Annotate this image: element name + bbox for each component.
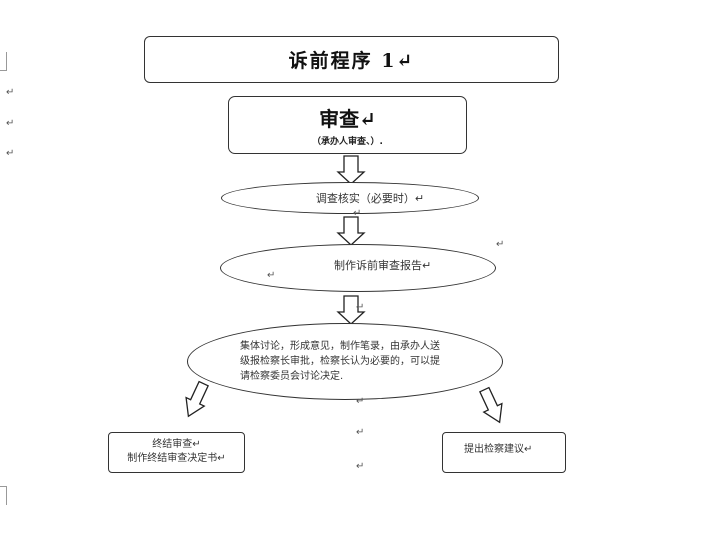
collective-step: 集体讨论，形成意见，制作笔录，由承办人送 级报检察长审批，检察长认为必要的，可以… [187,323,503,400]
down-right-arrow-icon [478,386,503,424]
paragraph-mark: ↵ [6,118,15,129]
down-arrow-icon [336,295,366,325]
collective-line-3: 请检察委员会讨论决定. [240,371,344,382]
down-arrow-icon [336,216,366,246]
terminate-line-2: 制作终结审查决定书↵ [127,453,226,464]
paragraph-mark: ↵ [356,427,365,438]
investigate-step: 调查核实（必要时）↵ [221,182,479,214]
report-label: 制作诉前审查报告↵ [334,259,432,272]
paragraph-mark: ↵ [353,208,362,219]
title-box: 诉前程序 1↵ [144,36,559,83]
procuratorial-advice-label: 提出检察建议↵ [464,444,533,455]
terminate-line-1: 终结审查↵ [152,439,201,450]
paragraph-mark: ↵ [496,239,505,250]
collective-line-1: 集体讨论，形成意见，制作笔录，由承办人送 [240,341,440,352]
paragraph-mark: ↵ [6,87,15,98]
review-heading: 审查↵ [319,107,376,131]
paragraph-mark: ↵ [356,461,365,472]
page-title: 诉前程序 1↵ [288,50,415,72]
paragraph-mark: ↵ [356,302,365,313]
paragraph-mark: ↵ [6,148,15,159]
down-arrow-icon [336,155,366,185]
terminate-review-box: 终结审查↵ 制作终结审查决定书↵ [108,432,245,473]
review-box: 审查↵ （承办人审查、）. [228,96,467,154]
report-step: 制作诉前审查报告↵ ↵ [220,244,496,292]
margin-corner-top [0,52,7,71]
review-subtitle: （承办人审查、）. [312,137,383,147]
down-left-arrow-icon [185,380,210,418]
procuratorial-advice-box: 提出检察建议↵ [442,432,566,473]
collective-line-2: 级报检察长审批，检察长认为必要的，可以提 [240,356,440,367]
margin-corner-bottom [0,486,7,505]
investigate-label: 调查核实（必要时）↵ [315,192,425,205]
paragraph-mark: ↵ [356,396,365,407]
paragraph-mark: ↵ [267,270,276,281]
